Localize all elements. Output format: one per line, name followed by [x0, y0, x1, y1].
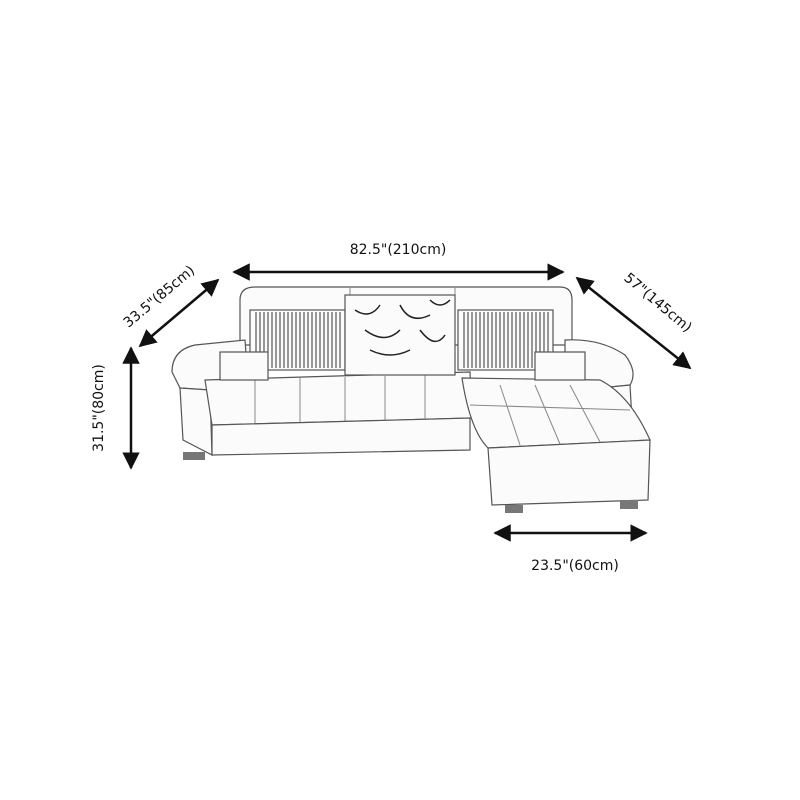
sofa-illustration [171, 286, 651, 513]
width-label: 82.5"(210cm) [350, 242, 447, 258]
height-label: 31.5"(80cm) [91, 364, 107, 452]
chaise-length-label: 57"(145cm) [621, 270, 695, 336]
small-pillow-left [219, 351, 269, 381]
depth-label: 33.5"(85cm) [121, 263, 198, 332]
chaise-length-arrow [575, 276, 692, 370]
floral-pillow [344, 294, 456, 376]
small-pillow-right [534, 351, 586, 381]
chaise-width-label: 23.5"(60cm) [531, 558, 619, 574]
depth-arrow [138, 278, 220, 348]
